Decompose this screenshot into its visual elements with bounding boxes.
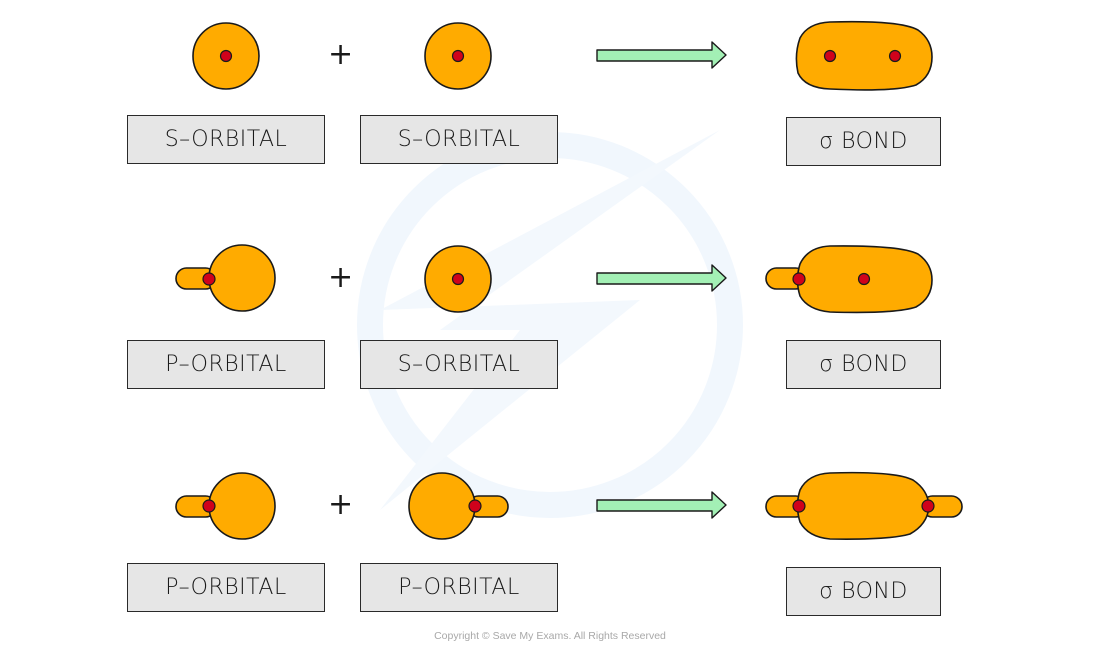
nucleus-dot: [857, 272, 871, 286]
sigma-bond-shape: [795, 20, 933, 91]
s-orbital-shape: [424, 22, 492, 90]
row-1-s-s: [192, 20, 933, 91]
orbital-label: S–ORBITAL: [127, 115, 325, 164]
row-3-p-p: [175, 471, 963, 540]
nucleus-dot: [451, 49, 465, 63]
nucleus-dot: [921, 499, 935, 513]
nucleus-dot: [823, 49, 837, 63]
bond-label: σ BOND: [786, 567, 941, 616]
orbital-label: P–ORBITAL: [127, 563, 325, 612]
s-orbital-shape: [192, 22, 260, 90]
p-orbital-shape: [408, 472, 509, 540]
bond-label: σ BOND: [786, 117, 941, 166]
sigma-bond-shape: [765, 245, 933, 314]
reaction-arrow: [596, 491, 727, 519]
plus-sign: +: [328, 487, 354, 522]
plus-sign: +: [328, 37, 354, 72]
orbital-label: P–ORBITAL: [360, 563, 558, 612]
nucleus-dot: [202, 272, 216, 286]
s-orbital-shape: [424, 245, 492, 313]
p-orbital-shape: [175, 244, 276, 312]
row-2-p-s: [175, 244, 933, 314]
plus-sign: +: [328, 260, 354, 295]
nucleus-dot: [219, 49, 233, 63]
reaction-arrow: [596, 41, 727, 69]
nucleus-dot: [202, 499, 216, 513]
nucleus-dot: [888, 49, 902, 63]
orbital-label: P–ORBITAL: [127, 340, 325, 389]
watermark-logo: [357, 130, 743, 518]
nucleus-dot: [792, 272, 806, 286]
orbital-label: S–ORBITAL: [360, 340, 558, 389]
copyright-notice: Copyright © Save My Exams. All Rights Re…: [434, 630, 666, 642]
sigma-bond-shape: [765, 471, 963, 540]
nucleus-dot: [451, 272, 465, 286]
orbital-label: S–ORBITAL: [360, 115, 558, 164]
nucleus-dot: [468, 499, 482, 513]
bond-label: σ BOND: [786, 340, 941, 389]
reaction-arrow: [596, 264, 727, 292]
p-orbital-shape: [175, 472, 276, 540]
nucleus-dot: [792, 499, 806, 513]
